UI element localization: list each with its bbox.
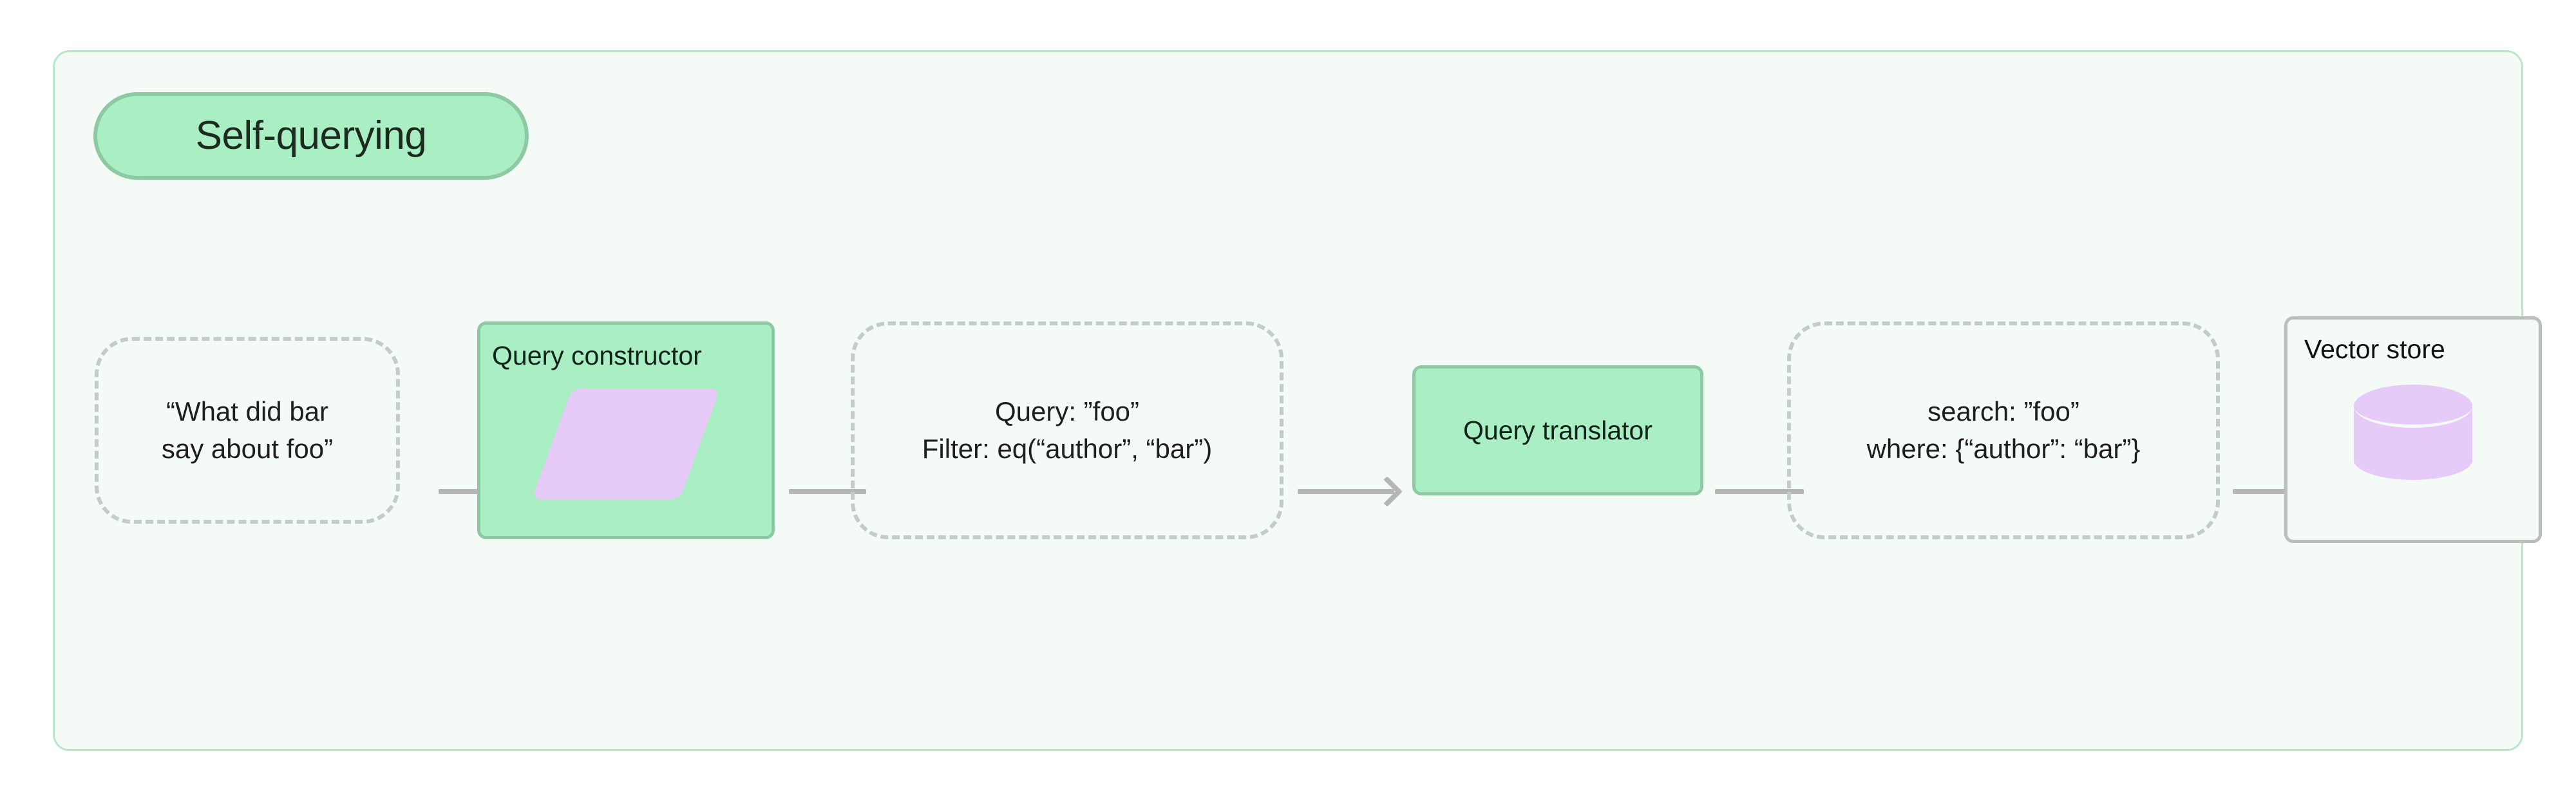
node-query-constructor[interactable]: Query constructor: [477, 321, 775, 539]
node-search-where[interactable]: search: ”foo” where: {“author”: “bar”}: [1787, 321, 2220, 539]
database-cylinder-icon: [2354, 385, 2472, 480]
node-query-translator-label: Query translator: [1463, 415, 1653, 445]
node-vector-store[interactable]: Vector store: [2284, 316, 2542, 543]
edge-user-query-to-query-constructor: [439, 489, 508, 494]
node-query-constructor-label: Query constructor: [492, 341, 702, 370]
node-query-filter[interactable]: Query: ”foo” Filter: eq(“author”, “bar”): [851, 321, 1283, 539]
edge-query-filter-to-query-translator: [1298, 489, 1394, 494]
node-query-translator[interactable]: Query translator: [1412, 365, 1703, 495]
edge-search-where-to-vector-store: [2233, 489, 2300, 494]
subgraph-title-label: Self-querying: [195, 113, 427, 158]
node-user-query-text: “What did bar say about foo”: [161, 396, 334, 464]
self-querying-diagram-container: Self-querying “What did bar say about fo…: [53, 50, 2542, 751]
node-query-filter-text: Query: ”foo” Filter: eq(“author”, “bar”): [922, 396, 1213, 464]
parallelogram-icon: [531, 388, 721, 499]
node-user-query[interactable]: “What did bar say about foo”: [95, 337, 400, 524]
subgraph-title-badge: Self-querying: [93, 92, 529, 180]
edge-query-translator-to-search-where: [1715, 489, 1804, 494]
edge-query-constructor-to-query-filter: [789, 489, 866, 494]
node-vector-store-label: Vector store: [2304, 334, 2445, 364]
node-search-where-text: search: ”foo” where: {“author”: “bar”}: [1866, 396, 2141, 464]
